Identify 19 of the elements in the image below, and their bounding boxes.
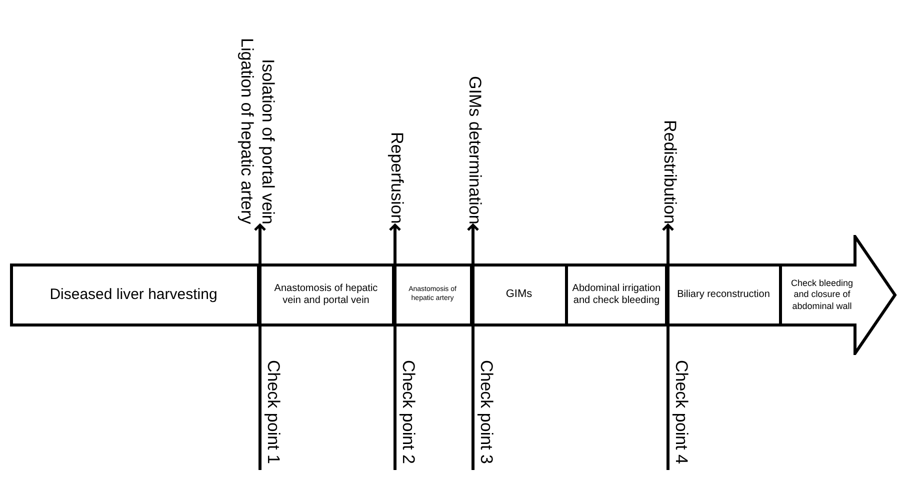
event-label: Reperfusion [386,132,408,224]
event-label: Isolation of portal vein [258,58,278,224]
stage-label: Biliary reconstruction [677,288,770,302]
stage-label: Check bleeding and closure of abdominal wall [790,278,854,312]
checkpoint-label: Check point 2 [398,360,419,466]
stage-label: Abdominal irrigation and check bleeding [572,282,661,308]
checkpoint-label: Check point 3 [476,360,497,466]
event-label: GIMs determination [464,76,486,224]
event-label: Ligation of hepatic artery [236,38,258,224]
event-label: Redistribution [659,120,680,224]
stage-label: GIMs [506,288,532,302]
checkpoint-arrow [466,224,480,470]
checkpoint-arrow [388,224,402,470]
checkpoint-arrow [254,224,266,470]
checkpoint-label: Check point 4 [671,360,692,466]
stage-label: Anastomosis of hepatic vein and portal vein [273,282,379,308]
checkpoint-arrow [662,224,674,470]
checkpoint-label: Check point 1 [263,360,284,466]
stage-label: Diseased liver harvesting [50,286,218,304]
